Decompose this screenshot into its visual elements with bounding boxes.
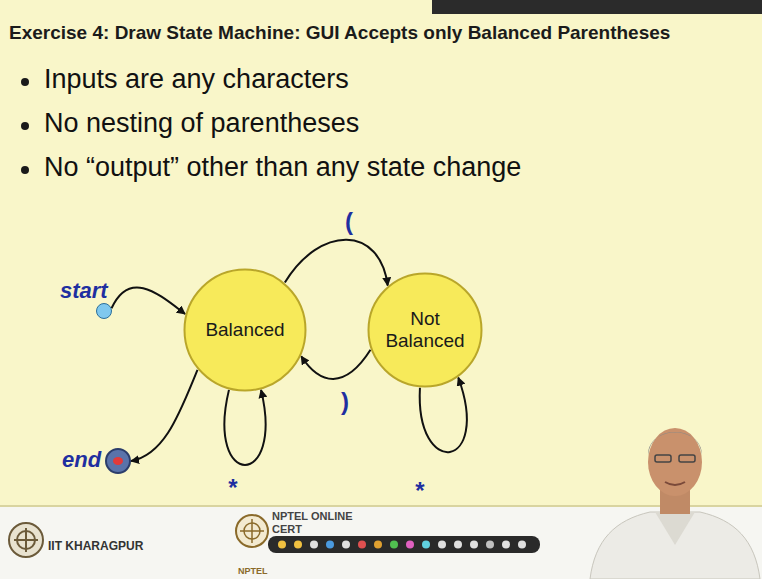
- state-name: Not Balanced: [381, 308, 469, 352]
- end-state: end: [58, 445, 138, 479]
- transition-arrow: [112, 287, 186, 314]
- pen-toolbar: [268, 536, 540, 553]
- state-tag: start: [60, 278, 108, 304]
- transition-arrow: [301, 350, 370, 379]
- institute-name: IIT KHARAGPUR: [48, 539, 143, 553]
- state-circle: Not Balanced: [367, 272, 483, 388]
- circle-fill: [369, 274, 482, 387]
- slide-title: Exercise 4: Draw State Machine: GUI Acce…: [9, 22, 670, 44]
- logo-caption: NPTEL: [238, 566, 268, 576]
- bullet-text: Inputs are any characters: [44, 64, 349, 95]
- start-state: start: [58, 280, 128, 328]
- transition-arrow: [420, 378, 467, 453]
- transition-label: *: [226, 475, 239, 501]
- start-dot: [96, 303, 112, 319]
- state-name: Balanced: [205, 319, 284, 341]
- state-text-wrap: Balanced: [183, 268, 307, 392]
- bullet-text: No nesting of parentheses: [44, 108, 359, 139]
- speaker-figure: [590, 428, 760, 579]
- bullet-text: No “output” other than any state change: [44, 152, 521, 183]
- state-tag: end: [62, 447, 101, 473]
- state-circle: Balanced: [183, 268, 307, 392]
- transition-arrow: [131, 370, 198, 461]
- footer-band: [0, 505, 762, 579]
- course-name: NPTEL ONLINE: [272, 510, 352, 522]
- nptel-logo: [236, 515, 268, 547]
- footer-line: [0, 505, 762, 507]
- transition-arrow: [285, 240, 388, 286]
- bullet-dot: [21, 122, 29, 130]
- transition-arrow: [224, 390, 265, 465]
- transition-label: *: [413, 478, 426, 504]
- bullet-dot: [21, 78, 29, 86]
- bullet-dot: [21, 166, 29, 174]
- transition-label: ): [339, 389, 351, 415]
- end-dot: [105, 448, 131, 474]
- transition-label: (: [343, 209, 355, 235]
- circle-fill: [185, 270, 306, 391]
- top-bar: [432, 0, 762, 14]
- course-name: CERT: [272, 523, 302, 535]
- end-inner-dot: [113, 457, 123, 465]
- iit-logo: [9, 523, 43, 557]
- state-text-wrap: Not Balanced: [367, 272, 483, 388]
